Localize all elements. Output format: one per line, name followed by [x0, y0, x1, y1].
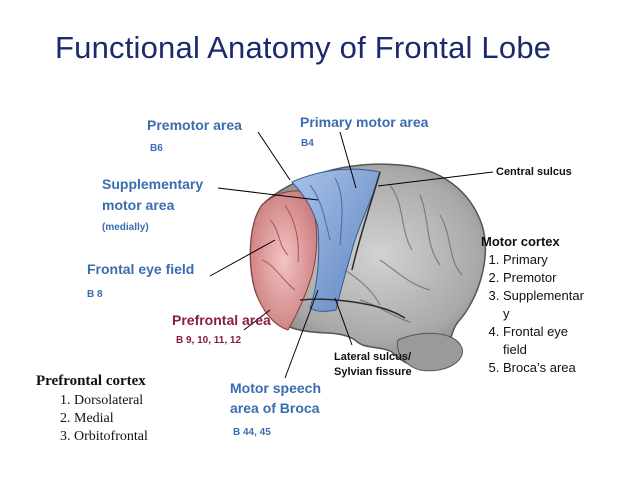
broca-label-line1: Motor speech: [230, 380, 322, 396]
motor-cortex-item: Premotor: [503, 269, 591, 287]
motor-cortex-item: Supplementar y: [503, 287, 591, 323]
primary-motor-label: Primary motor area: [300, 114, 429, 130]
leader-frontal-eye: [209, 239, 276, 277]
supplementary-label-line2: motor area: [102, 197, 175, 213]
prefrontal-label: Prefrontal area: [172, 312, 271, 328]
primary-motor-code: B4: [301, 138, 314, 149]
motor-cortex-item: Primary: [503, 251, 591, 269]
sylvian-fissure-line: [299, 298, 406, 319]
prefrontal-cortex-item: Medial: [74, 410, 148, 428]
leader-supplementary: [217, 187, 319, 201]
motor-cortex-heading: Motor cortex: [481, 234, 560, 249]
prefrontal-code: B 9, 10, 11, 12: [176, 335, 242, 346]
motor-cortex-list: Motor cortex Primary Premotor Supplement…: [481, 233, 591, 377]
leader-prefrontal: [243, 309, 271, 331]
motor-cortex-item: Frontal eye field: [503, 323, 591, 359]
prefrontal-cortex-heading: Prefrontal cortex: [36, 373, 146, 389]
motor-cortex-item: Broca’s area: [503, 359, 591, 377]
supplementary-note: (medially): [102, 222, 149, 233]
central-sulcus-label: Central sulcus: [496, 166, 572, 178]
prefrontal-cortex-item: Orbitofrontal: [74, 428, 148, 446]
cerebellum: [396, 332, 463, 372]
premotor-label: Premotor area: [147, 117, 242, 133]
central-sulcus-line: [351, 171, 381, 271]
page-title: Functional Anatomy of Frontal Lobe: [55, 30, 552, 65]
prefrontal-cortex-list: Prefrontal cortex Dorsolateral Medial Or…: [36, 373, 148, 446]
broca-label-line2: area of Broca: [230, 400, 320, 416]
broca-code: B 44, 45: [233, 427, 271, 438]
premotor-code: B6: [150, 143, 163, 154]
leader-central-sulcus: [377, 171, 494, 187]
lateral-sulcus-label-line2: Sylvian fissure: [334, 366, 412, 378]
leader-broca: [284, 289, 319, 379]
supplementary-label-line1: Supplementary: [102, 176, 204, 192]
lateral-sulcus-label-line1: Lateral sulcus/: [334, 351, 412, 363]
leader-primary-motor: [339, 131, 357, 189]
frontal-eye-label: Frontal eye field: [87, 261, 195, 277]
leader-lateral-sulcus: [334, 297, 353, 346]
prefrontal-cortex-item: Dorsolateral: [74, 392, 148, 410]
leader-premotor: [257, 131, 291, 181]
frontal-eye-code: B 8: [87, 289, 103, 300]
